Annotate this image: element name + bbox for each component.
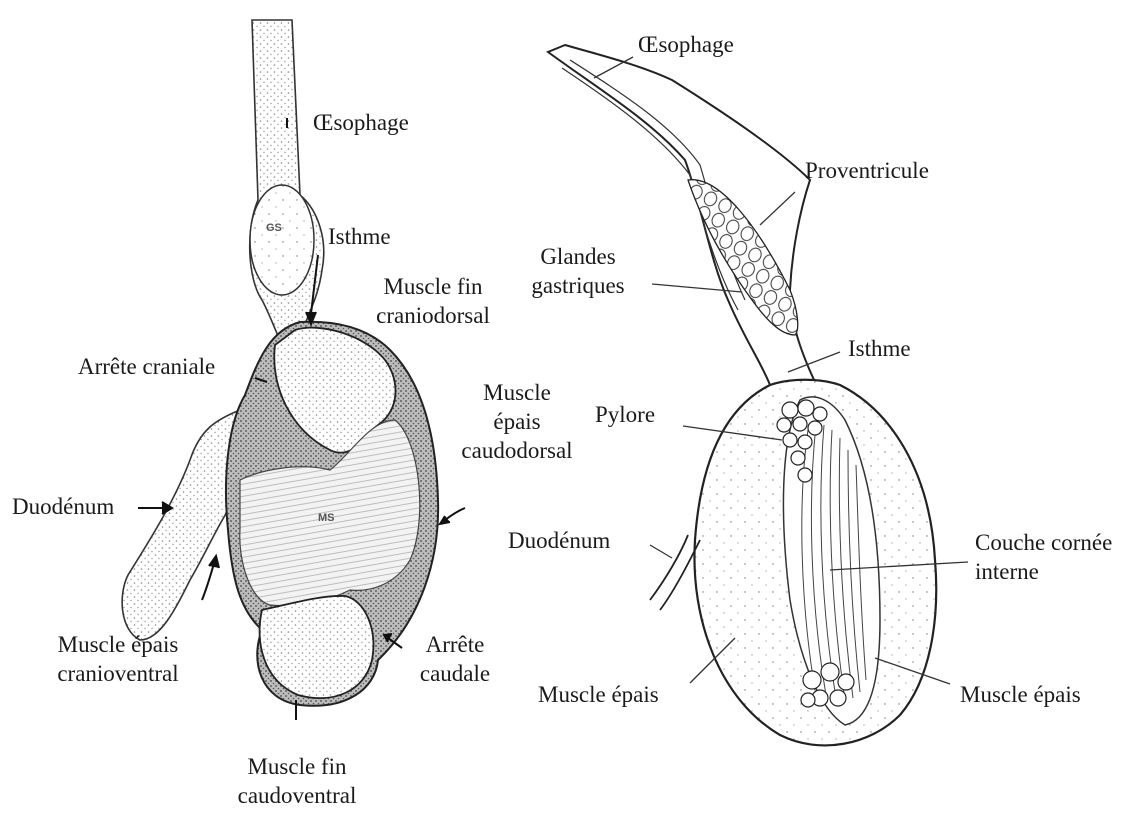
left-duodenum-label: Duodénum — [12, 492, 114, 521]
right-couche-cornee-interne-label: Couche cornée interne — [975, 528, 1112, 586]
right-gizzard-section-view — [548, 45, 968, 745]
right-pylore-label: Pylore — [595, 400, 655, 429]
right-muscle-epais-left-label: Muscle épais — [538, 680, 659, 709]
right-oesophage-label: Œsophage — [638, 30, 734, 59]
right-duodenum-label: Duodénum — [508, 526, 610, 555]
left-muscle-fin-caudoventral-label: Muscle fin caudoventral — [232, 752, 362, 810]
right-glandes-gastriques-label: Glandes gastriques — [518, 242, 638, 300]
left-muscle-epais-cranioventral-label: Muscle épais cranioventral — [38, 630, 198, 688]
right-proventricule-label: Proventricule — [805, 156, 929, 185]
left-isthme-label: Isthme — [328, 222, 391, 251]
left-muscle-fin-craniodorsal-label: Muscle fin craniodorsal — [368, 272, 498, 330]
right-isthme-label: Isthme — [848, 334, 911, 363]
left-oesophage-label: Œsophage — [313, 108, 409, 137]
left-muscle-epais-caudodorsal-label: Muscle épais caudodorsal — [452, 378, 582, 465]
ms-marker: MS — [318, 512, 335, 524]
left-gs-swelling — [250, 185, 314, 295]
right-oesophagus-outer — [548, 45, 815, 385]
left-duodenum-shape — [122, 410, 240, 640]
right-muscle-epais-right-label: Muscle épais — [960, 680, 1081, 709]
left-arrete-craniale-label: Arrête craniale — [78, 352, 215, 381]
right-duodenum-shape — [650, 535, 700, 610]
gs-marker: GS — [266, 222, 282, 234]
left-arrete-caudale-label: Arrête caudale — [410, 630, 500, 688]
